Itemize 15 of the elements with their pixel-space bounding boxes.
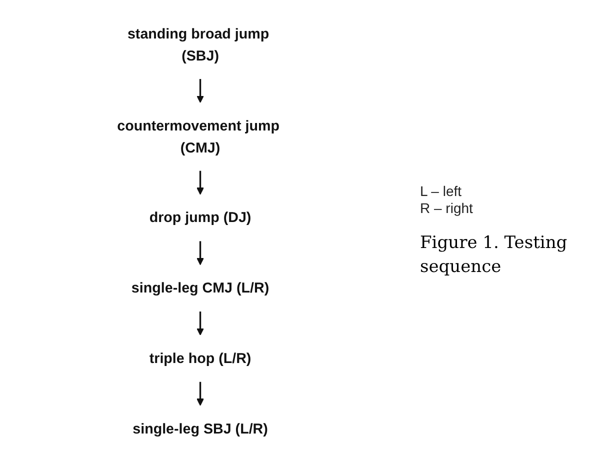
node-text: countermovement jump (CMJ) (116, 117, 280, 155)
arrow (196, 381, 204, 406)
node-text: single-leg SBJ (L/R) (132, 420, 268, 436)
flowchart: standing broad jump (SBJ) countermovement jump (CMJ) drop jump (DJ) single-leg CMJ (L/R) triple hop (L/R) single-leg SBJ (L/R) (84, 4, 316, 458)
arrow (196, 311, 204, 335)
arrow (196, 240, 204, 265)
node-text: standing broad jump (SBJ) (127, 25, 269, 63)
legend-note: R – right (420, 200, 474, 217)
arrow (196, 170, 204, 194)
arrow (196, 78, 204, 102)
node-text: drop jump (DJ) (149, 209, 251, 226)
figure-caption: Figure 1. Testing sequence (420, 232, 568, 279)
node-text: single-leg CMJ (L/R) (131, 279, 269, 296)
node-text: triple hop (L/R) (149, 350, 251, 366)
legend-note: L – left (420, 183, 463, 200)
